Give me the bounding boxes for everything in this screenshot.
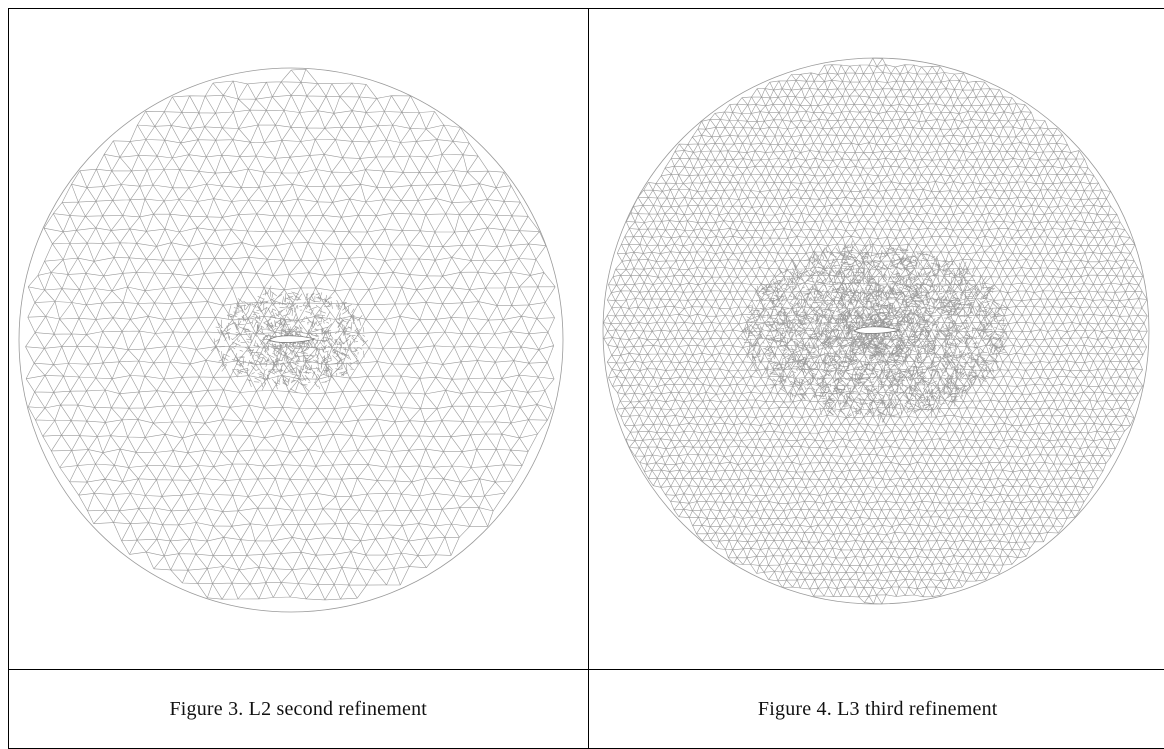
figure-table: Figure 3. L2 second refinement Figure 4.… [8, 8, 1164, 749]
figure-3-caption-cell: Figure 3. L2 second refinement [9, 670, 589, 749]
figure-4-cell [588, 9, 1164, 670]
mesh-l3-image [589, 9, 1164, 669]
airfoil-shape [854, 327, 900, 334]
figure-4-caption: Figure 4. L3 third refinement [758, 698, 998, 720]
figure-3-cell [9, 9, 589, 670]
mesh-l2-image [9, 9, 587, 669]
figure-3-caption: Figure 3. L2 second refinement [169, 698, 427, 720]
figure-4-caption-cell: Figure 4. L3 third refinement [588, 670, 1164, 749]
